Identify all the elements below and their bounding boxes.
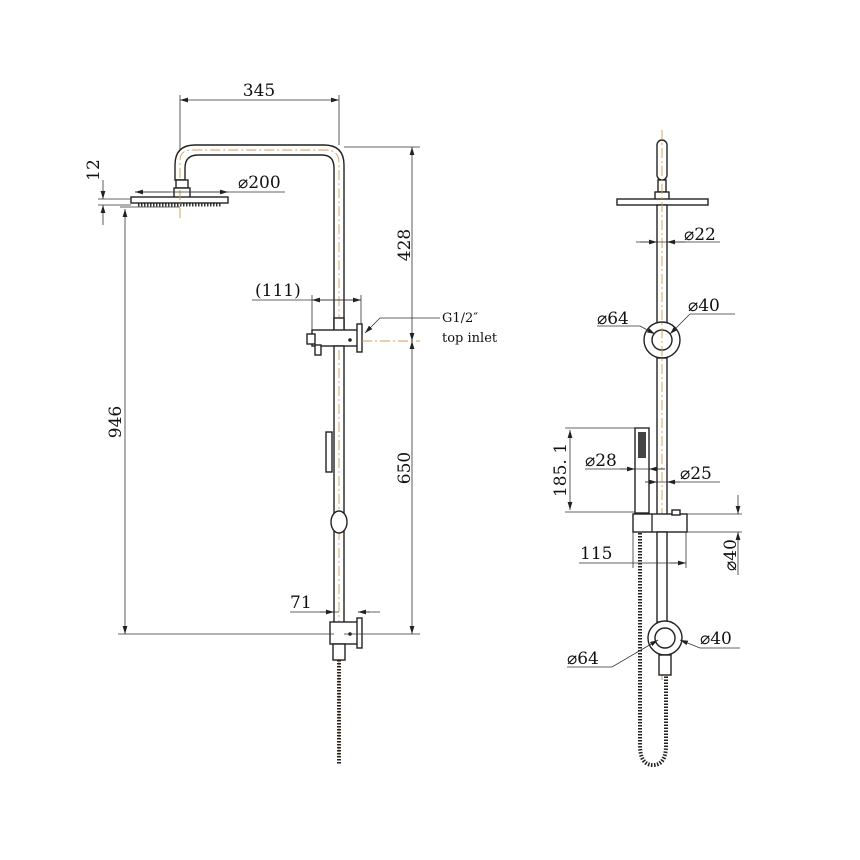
inlet-label: G1/2″	[442, 311, 478, 326]
dim-bracket-projection: 71	[290, 593, 312, 613]
dim-handshower-diameter: ⌀28	[585, 451, 617, 471]
diverter	[311, 329, 361, 347]
dim-diverter-outer: ⌀64	[597, 309, 629, 329]
dim-diverter-projection: (111)	[255, 281, 301, 301]
slider-bracket	[632, 513, 688, 533]
side-view: 345 428 650 946 12 ⌀200 (111) G1/2″ top …	[84, 81, 498, 765]
dim-arm-reach: 345	[243, 81, 275, 101]
dim-handshower-length: 185. 1	[551, 443, 571, 497]
dim-slider-width: 115	[580, 544, 612, 564]
dim-slider-diameter: ⌀40	[721, 539, 741, 571]
inlet-label-2: top inlet	[442, 331, 498, 346]
dim-head-thickness: 12	[84, 159, 104, 181]
hose-front	[638, 533, 668, 768]
shower-head	[130, 196, 229, 204]
wall-bracket	[329, 621, 359, 645]
dim-total-height: 946	[106, 406, 126, 438]
dim-bracket-outer: ⌀64	[567, 649, 599, 669]
dim-head-diameter: ⌀200	[238, 173, 281, 193]
dim-bracket-inner: ⌀40	[700, 629, 732, 649]
head-nut	[175, 179, 189, 189]
shower-head-front	[616, 198, 709, 206]
dim-rail-lower: 650	[395, 452, 415, 484]
dim-rail-diameter: ⌀25	[680, 464, 712, 484]
dim-diverter-inner: ⌀40	[688, 296, 720, 316]
dim-pipe-diameter: ⌀22	[684, 225, 716, 245]
hand-shower-side	[325, 431, 333, 473]
front-view: ⌀22 ⌀64 ⌀40 185. 1 ⌀28 ⌀25 ⌀40 115 ⌀64 ⌀…	[551, 130, 742, 768]
dim-rail-upper: 428	[395, 229, 415, 261]
slider-knob	[330, 510, 348, 534]
